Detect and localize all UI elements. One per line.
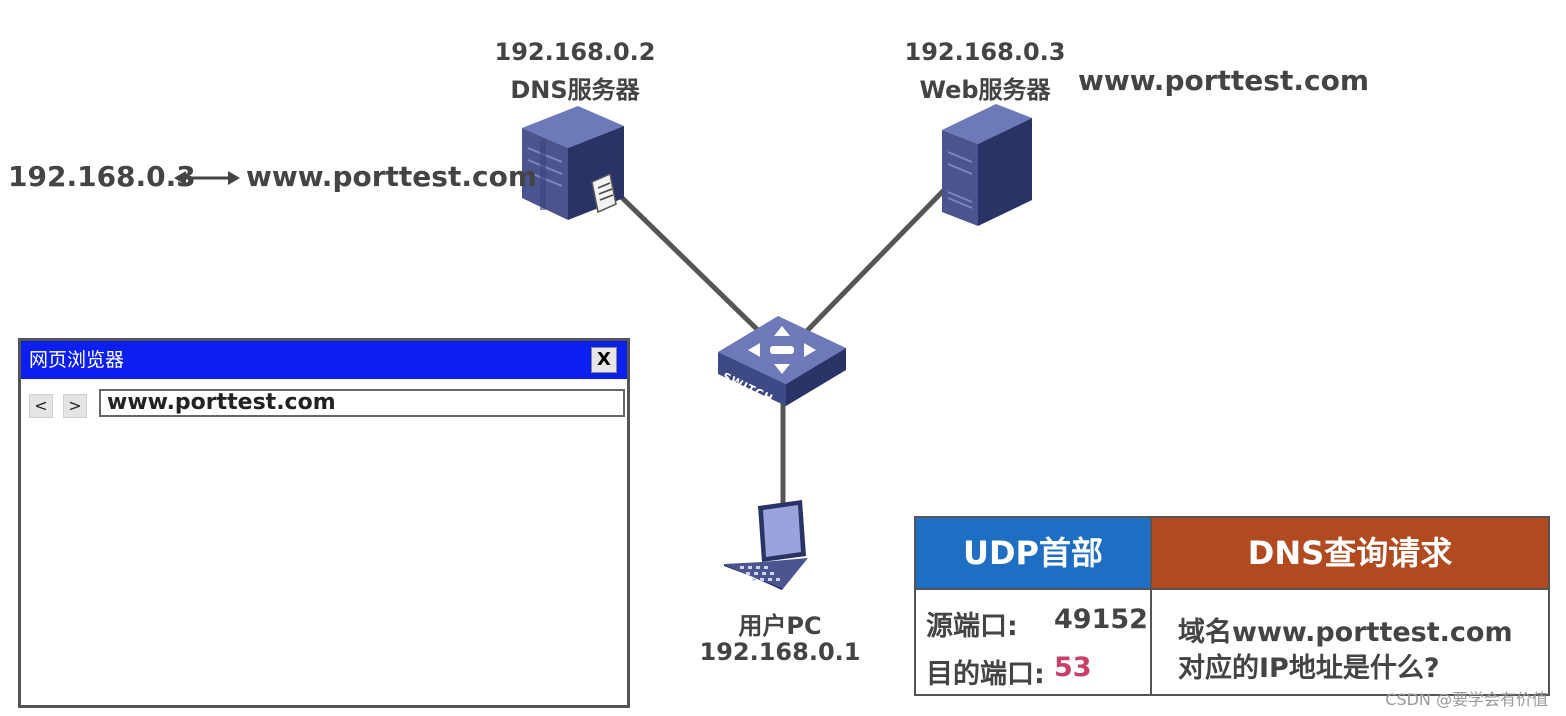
link-dns-switch — [610, 186, 770, 342]
web-server-domain: www.porttest.com — [1078, 64, 1369, 97]
close-button[interactable]: X — [591, 347, 617, 373]
web-server-name: Web服务器 — [919, 76, 1051, 104]
watermark: CSDN @要学会有价值 — [1385, 690, 1548, 709]
dst-port-label: 目的端口: — [926, 659, 1045, 690]
address-bar[interactable]: www.porttest.com — [99, 389, 625, 417]
dns-server-name: DNS服务器 — [510, 76, 640, 104]
dns-mapping-ip: 192.168.0.3 — [8, 160, 196, 193]
src-port-label: 源端口: — [926, 611, 1018, 642]
back-button[interactable]: < — [29, 394, 53, 418]
packet-header-divider — [916, 588, 1548, 590]
switch-icon — [718, 316, 846, 406]
dns-query-line2: 对应的IP地址是什么? — [1178, 653, 1440, 684]
double-arrow-icon — [174, 171, 240, 185]
dns-server-ip: 192.168.0.2 — [494, 38, 656, 66]
dns-query-line1: 域名www.porttest.com — [1178, 617, 1513, 648]
web-server-ip: 192.168.0.3 — [904, 38, 1066, 66]
packet-divider — [1150, 518, 1152, 694]
dst-port-value: 53 — [1054, 652, 1092, 683]
dns-mapping-domain: www.porttest.com — [246, 160, 537, 193]
dns-query-packet: UDP首部 DNS查询请求 源端口: 49152 目的端口: 53 域名www.… — [914, 516, 1550, 696]
src-port-value: 49152 — [1054, 604, 1148, 635]
web-server-icon — [942, 104, 1032, 226]
udp-header-title: UDP首部 — [916, 518, 1150, 588]
dns-query-title: DNS查询请求 — [1152, 518, 1548, 588]
user-pc-ip: 192.168.0.1 — [699, 638, 861, 666]
laptop-icon — [724, 500, 808, 590]
forward-button[interactable]: > — [63, 394, 87, 418]
dns-server-icon — [522, 106, 624, 220]
browser-title: 网页浏览器 — [29, 349, 125, 371]
user-pc-name: 用户PC — [738, 612, 822, 640]
browser-window: 网页浏览器 X < > www.porttest.com — [18, 338, 630, 708]
browser-title-bar: 网页浏览器 X — [21, 341, 627, 379]
link-web-switch — [798, 186, 948, 340]
